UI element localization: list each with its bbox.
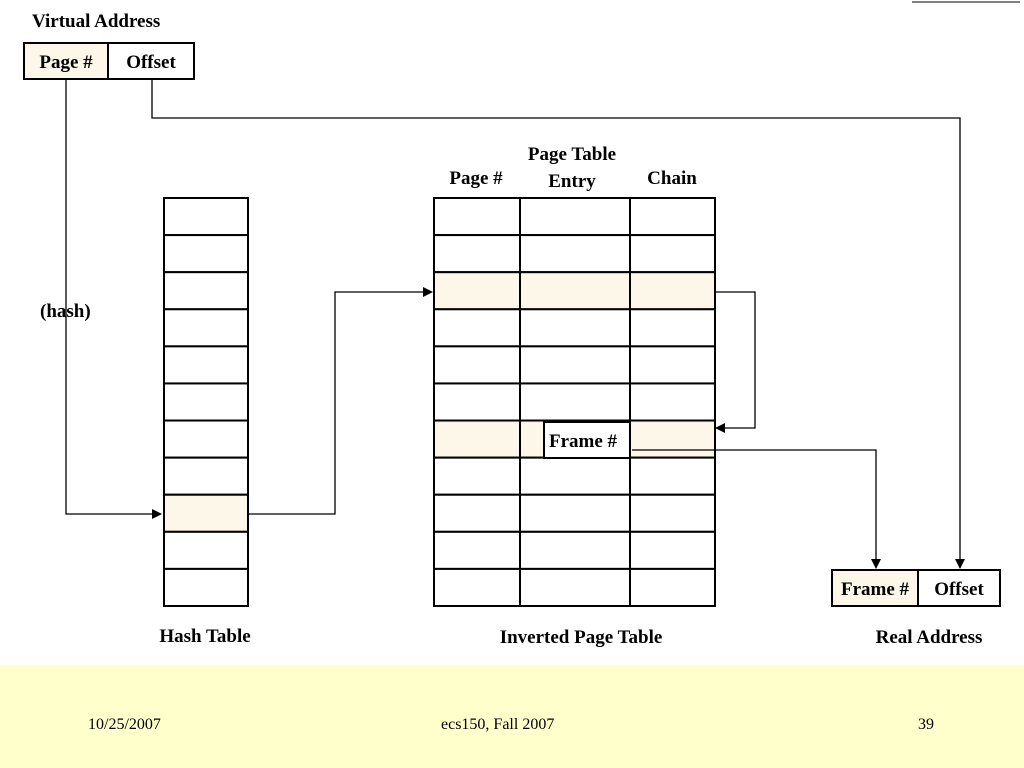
hash-table-row — [163, 197, 249, 237]
hash-table-row — [163, 271, 249, 311]
real-offset-field: Offset — [934, 579, 984, 600]
virtual-address-box: Page # Offset — [23, 42, 195, 80]
ipt-chain-cell — [629, 197, 716, 237]
ipt-chain-cell — [629, 419, 716, 459]
ipt-entry-cell — [519, 493, 631, 533]
ipt-chain-cell — [629, 271, 716, 311]
ipt-header-entry-line1: Page Table — [528, 144, 616, 165]
ipt-page-cell — [433, 271, 521, 311]
ipt-chain-cell — [629, 234, 716, 274]
hash-table-row — [163, 419, 249, 459]
ipt-page-cell — [433, 567, 521, 608]
ipt-entry-cell — [519, 345, 631, 385]
ipt-entry-cell — [519, 456, 631, 496]
ipt-chain-cell — [629, 345, 716, 385]
ipt-frame-label: Frame # — [549, 431, 618, 452]
inverted-page-table-diagram: Virtual Address Page # Offset (hash) Has… — [23, 1, 1020, 648]
hash-table-row — [163, 345, 249, 385]
ipt-page-cell — [433, 456, 521, 496]
ipt-chain-cell — [629, 530, 716, 570]
ipt-page-cell — [433, 345, 521, 385]
slide-canvas: Virtual Address Page # Offset (hash) Has… — [0, 0, 1024, 665]
offset-arrow — [151, 79, 965, 569]
ipt-page-cell — [433, 234, 521, 274]
ipt-header-entry-line2: Entry — [548, 171, 596, 192]
real-address-box: Frame # Offset — [831, 569, 1001, 607]
virtual-offset-field: Offset — [126, 52, 176, 73]
ipt-header-chain: Chain — [647, 168, 697, 189]
real-offset-cell — [917, 569, 1001, 607]
ipt-caption: Inverted Page Table — [500, 627, 663, 648]
ipt-chain-cell — [629, 308, 716, 348]
hash-table-row — [163, 234, 249, 274]
ipt-entry-cell — [519, 234, 631, 274]
footer-course: ecs150, Fall 2007 — [441, 716, 555, 733]
ipt-page-cell — [433, 419, 521, 459]
hash-table-row — [163, 308, 249, 348]
hash-label: (hash) — [40, 301, 91, 322]
frame-number-cell — [543, 421, 631, 459]
hash-table-row — [163, 530, 249, 570]
hash-table-caption: Hash Table — [159, 626, 250, 647]
inverted-page-table — [433, 197, 716, 608]
ipt-page-cell — [433, 382, 521, 422]
hash-table-row — [163, 567, 249, 608]
ipt-entry-cell — [519, 271, 631, 311]
hash-table-row — [163, 382, 249, 422]
ipt-entry-cell — [519, 567, 631, 608]
virtual-offset-cell — [107, 42, 195, 80]
ipt-entry-cell — [519, 530, 631, 570]
ipt-page-cell — [433, 308, 521, 348]
footer-page-number: 39 — [918, 716, 934, 733]
ipt-entry-cell — [519, 308, 631, 348]
virtual-page-field: Page # — [39, 52, 93, 73]
hash-arrow — [65, 79, 162, 519]
hash-table — [163, 197, 249, 608]
ipt-chain-cell — [629, 493, 716, 533]
real-frame-field: Frame # — [841, 579, 910, 600]
ipt-page-cell — [433, 493, 521, 533]
footer-date: 10/25/2007 — [88, 716, 161, 733]
ipt-header-page: Page # — [449, 168, 503, 189]
hash-table-row — [163, 493, 249, 533]
chain-arrow — [715, 291, 756, 433]
hash-to-ipt-arrow — [248, 287, 433, 515]
hash-table-row — [163, 456, 249, 496]
ipt-chain-cell — [629, 567, 716, 608]
real-address-caption: Real Address — [876, 627, 983, 648]
ipt-chain-cell — [629, 456, 716, 496]
virtual-address-title: Virtual Address — [32, 11, 160, 32]
ipt-entry-cell — [519, 382, 631, 422]
ipt-page-cell — [433, 530, 521, 570]
ipt-page-cell — [433, 197, 521, 237]
ipt-entry-cell — [519, 197, 631, 237]
frame-arrow — [632, 449, 881, 569]
ipt-chain-cell — [629, 382, 716, 422]
